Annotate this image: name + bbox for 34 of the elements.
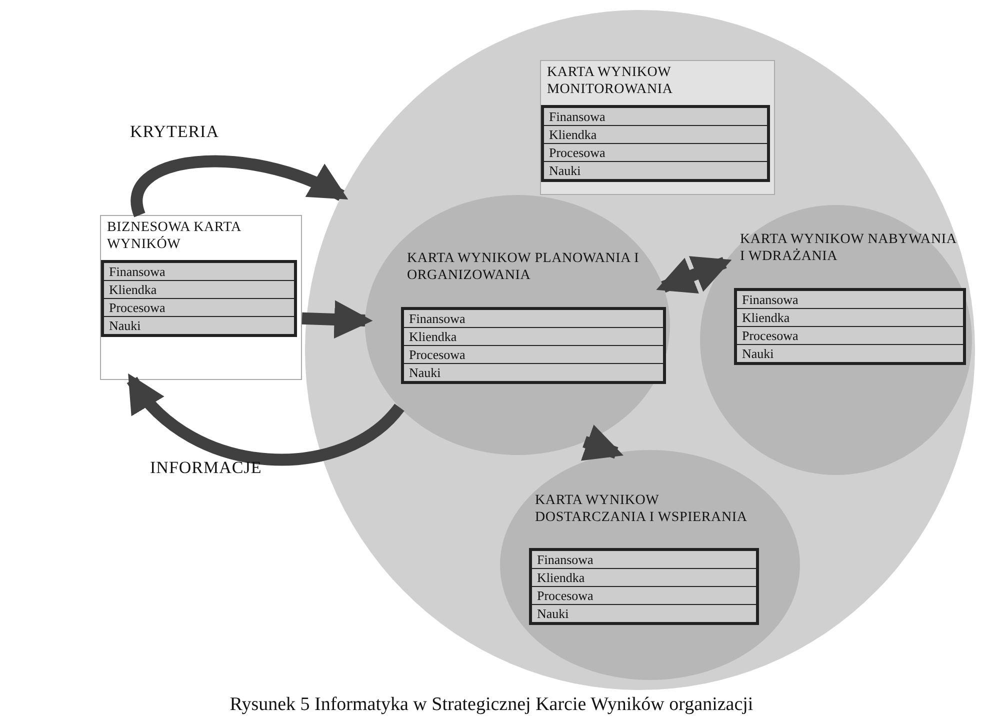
row-label: Kliendka [530,568,758,586]
row-label: Kliendka [402,328,664,346]
scorecard-card [540,60,775,195]
row-label: Nauki [102,316,296,336]
row-label: Procesowa [530,586,758,604]
row-label: Finansowa [102,262,296,280]
scorecard-card [100,215,302,380]
row-label: Finansowa [736,290,964,308]
arrow [656,256,732,294]
row-label: Nauki [402,364,664,382]
card-heading: KARTA WYNIKOW NABYWANIA I WDRAŻANIA [740,231,958,265]
row-label: Nauki [542,162,768,180]
row-label: Kliendka [542,126,768,144]
row-label: Nauki [530,604,758,624]
edge-label: KRYTERIA [130,122,219,142]
row-label: Finansowa [402,308,664,328]
row-label: Nauki [736,344,964,364]
arrow [302,300,373,339]
row-label: Procesowa [736,326,964,344]
figure-caption: Rysunek 5 Informatyka w Strategicznej Karcie Wyników organizacji [228,694,754,716]
arrow [580,424,624,461]
row-label: Procesowa [542,144,768,162]
row-label: Kliendka [102,280,296,298]
row-label: Finansowa [542,106,768,126]
card-heading: KARTA WYNIKOW MONITOROWANIA [547,64,674,98]
card-heading: KARTA WYNIKOW DOSTARCZANIA I WSPIERANIA [535,492,748,526]
arrow [127,374,404,466]
row-label: Kliendka [736,308,964,326]
card-heading: BIZNESOWA KARTA WYNIKÓW [107,219,242,253]
edge-label: INFORMACJE [150,458,262,478]
row-label: Procesowa [102,298,296,316]
row-label: Finansowa [530,550,758,568]
card-heading: KARTA WYNIKOW PLANOWANIA I ORGANIZOWANIA [407,250,640,284]
row-label: Procesowa [402,346,664,364]
